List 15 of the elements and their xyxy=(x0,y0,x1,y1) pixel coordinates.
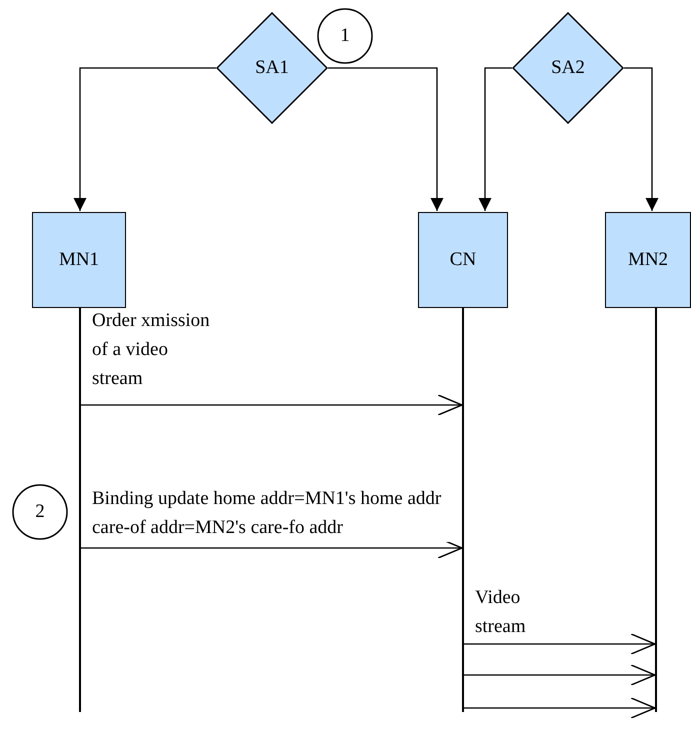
callout-number: 1 xyxy=(317,8,373,64)
process-box: MN2 xyxy=(605,212,691,308)
arrow xyxy=(463,664,656,686)
diamond-node: SA1 xyxy=(216,12,328,124)
arrow xyxy=(463,633,656,655)
arrow xyxy=(624,67,658,211)
arrow xyxy=(74,67,216,211)
arrow xyxy=(463,697,656,719)
process-box: CN xyxy=(418,212,508,308)
callout-number: 2 xyxy=(12,484,68,540)
diamond-node: SA2 xyxy=(512,12,624,124)
arrow xyxy=(478,67,512,211)
process-box: MN1 xyxy=(32,212,126,308)
arrow xyxy=(328,67,444,211)
arrow xyxy=(80,394,463,416)
